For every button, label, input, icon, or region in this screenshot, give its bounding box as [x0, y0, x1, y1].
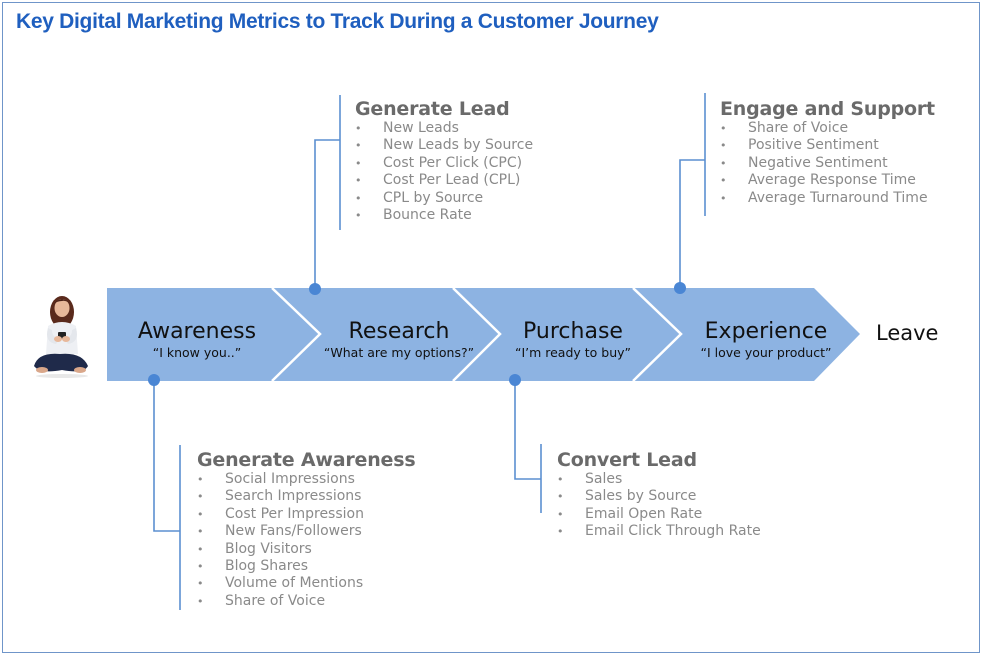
- stage-quote: “What are my options?”: [323, 345, 475, 360]
- stage-name: Awareness: [137, 319, 257, 344]
- chevron-divider-2: [452, 287, 502, 382]
- metric-group-generate-lead: Generate Lead New Leads New Leads by Sou…: [355, 98, 533, 225]
- connector-dot-generate-awareness: [148, 374, 160, 386]
- connector-dot-convert-lead: [509, 374, 521, 386]
- stage-leave: Leave: [876, 321, 939, 345]
- metric-item: New Leads: [355, 120, 533, 138]
- metric-item: Search Impressions: [197, 488, 415, 506]
- chevron-divider-3: [632, 287, 683, 382]
- metric-group-generate-awareness: Generate Awareness Social Impressions Se…: [197, 449, 416, 611]
- metric-item: Average Response Time: [720, 172, 935, 190]
- stage-name: Research: [348, 319, 450, 344]
- metric-item: Sales: [557, 471, 761, 489]
- metric-item: Positive Sentiment: [720, 137, 935, 155]
- connector-generate-lead: [314, 139, 340, 289]
- metric-item: Bounce Rate: [355, 207, 533, 225]
- connector-dot-engage-support: [674, 282, 686, 294]
- metric-group-title: Generate Awareness: [197, 449, 416, 471]
- metric-item: Email Open Rate: [557, 506, 761, 524]
- person-avatar-icon: [34, 296, 88, 378]
- stage-name: Purchase: [523, 319, 623, 344]
- stage-quote: “I love your product”: [700, 345, 832, 360]
- stage-awareness: Awareness “I know you..”: [107, 319, 287, 361]
- metric-group-title: Engage and Support: [720, 98, 935, 120]
- metric-item: New Fans/Followers: [197, 523, 415, 541]
- metric-group-title: Generate Lead: [355, 98, 510, 120]
- page-title: Key Digital Marketing Metrics to Track D…: [16, 10, 659, 33]
- metric-group-engage-support: Engage and Support Share of Voice Positi…: [720, 98, 935, 207]
- metric-item: New Leads by Source: [355, 137, 533, 155]
- metric-list: Sales Sales by Source Email Open Rate Em…: [557, 471, 761, 541]
- connector-convert-lead: [514, 380, 541, 480]
- metric-item: Cost Per Impression: [197, 506, 415, 524]
- stage-quote: “I’m ready to buy”: [514, 345, 632, 360]
- metric-list: New Leads New Leads by Source Cost Per C…: [355, 120, 533, 225]
- metric-item: Email Click Through Rate: [557, 523, 761, 541]
- chevron-divider-1: [271, 287, 322, 382]
- metric-item: CPL by Source: [355, 190, 533, 208]
- metric-item: Average Turnaround Time: [720, 190, 935, 208]
- metric-item: Blog Shares: [197, 558, 415, 576]
- connector-engage-support: [679, 159, 705, 288]
- metric-item: Cost Per Lead (CPL): [355, 172, 533, 190]
- metric-list: Social Impressions Search Impressions Co…: [197, 471, 415, 611]
- stage-purchase: Purchase “I’m ready to buy”: [480, 319, 666, 361]
- stage-research: Research “What are my options?”: [300, 319, 498, 361]
- connector-dot-generate-lead: [309, 283, 321, 295]
- metric-group-title: Convert Lead: [557, 449, 697, 471]
- stage-name: Experience: [704, 319, 828, 344]
- metric-item: Share of Voice: [720, 120, 935, 138]
- metric-item: Blog Visitors: [197, 541, 415, 559]
- connector-generate-awareness: [153, 380, 180, 532]
- metric-list: Share of Voice Positive Sentiment Negati…: [720, 120, 935, 207]
- metric-item: Share of Voice: [197, 593, 415, 611]
- metric-item: Negative Sentiment: [720, 155, 935, 173]
- metric-item: Sales by Source: [557, 488, 761, 506]
- stage-experience: Experience “I love your product”: [664, 319, 868, 361]
- metric-item: Volume of Mentions: [197, 575, 415, 593]
- metric-item: Cost Per Click (CPC): [355, 155, 533, 173]
- stage-quote: “I know you..”: [152, 345, 242, 360]
- metric-group-convert-lead: Convert Lead Sales Sales by Source Email…: [557, 449, 761, 541]
- metric-item: Social Impressions: [197, 471, 415, 489]
